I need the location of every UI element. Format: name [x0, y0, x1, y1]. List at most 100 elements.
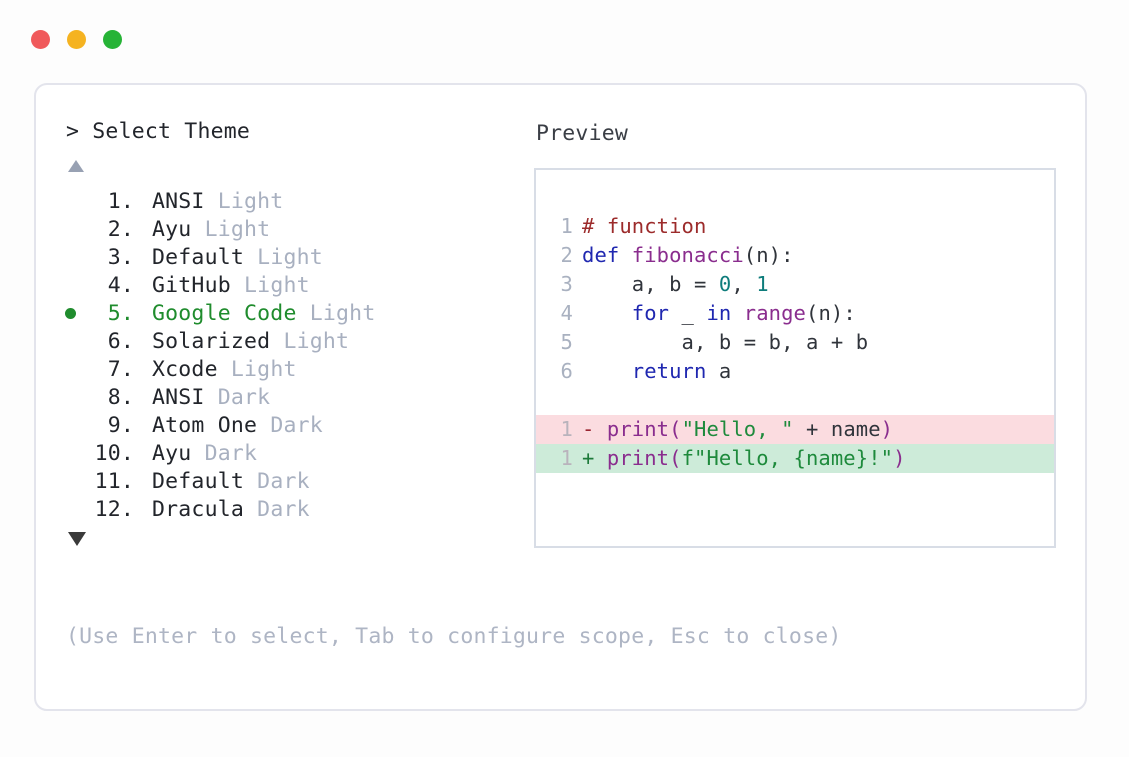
code-token: ): [880, 417, 894, 441]
code-token: fibonacci: [631, 243, 744, 267]
code-token: (: [669, 417, 682, 441]
code-token: [582, 359, 632, 383]
line-number: 1: [560, 417, 573, 441]
theme-item-variant: Light: [283, 328, 350, 354]
selection-bullet-cell: [62, 468, 88, 496]
code-token: in: [706, 301, 732, 325]
theme-item-variant: Light: [309, 300, 376, 326]
code-token: a, b =: [582, 272, 719, 296]
theme-item-gap: [257, 412, 270, 440]
selected-bullet-icon: [65, 308, 76, 319]
selection-bullet-cell: [62, 188, 88, 216]
code-line-text: a, b = b, a + b: [582, 328, 1054, 357]
code-token: (: [669, 446, 682, 470]
line-number: 4: [560, 301, 573, 325]
maximize-window-button[interactable]: [103, 30, 122, 49]
code-token: # function: [582, 214, 707, 238]
code-token: ): [893, 446, 906, 470]
theme-item-variant: Light: [204, 216, 271, 242]
minimize-window-button[interactable]: [67, 30, 86, 49]
theme-item-variant: Dark: [270, 412, 323, 438]
code-line: 4 for _ in range(n):: [536, 299, 1054, 328]
theme-list-item[interactable]: 2. Ayu Light: [62, 216, 534, 244]
theme-item-gap: [231, 272, 244, 300]
theme-list-item[interactable]: 4. GitHub Light: [62, 272, 534, 300]
theme-item-gap: [218, 356, 231, 384]
code-line-text: def fibonacci(n):: [582, 241, 1054, 270]
selection-bullet-cell: [62, 384, 88, 412]
theme-list-item[interactable]: 6. Solarized Light: [62, 328, 534, 356]
line-number: 2: [560, 243, 573, 267]
theme-item-index: 5.: [107, 300, 134, 326]
selection-bullet-cell: [62, 412, 88, 440]
theme-list-item[interactable]: 8. ANSI Dark: [62, 384, 534, 412]
theme-list-item[interactable]: 12. Dracula Dark: [62, 496, 534, 524]
code-token: (n):: [806, 301, 856, 325]
code-line: 3 a, b = 0, 1: [536, 270, 1054, 299]
theme-list-item[interactable]: 9. Atom One Dark: [62, 412, 534, 440]
close-window-button[interactable]: [31, 30, 50, 49]
code-line-text: - print("Hello, " + name): [582, 415, 1054, 444]
theme-item-gap: [191, 440, 204, 468]
theme-item-variant: Light: [230, 356, 297, 382]
code-token: a, b = b, a + b: [582, 330, 869, 354]
theme-list-item[interactable]: 11. Default Dark: [62, 468, 534, 496]
code-token: for: [631, 301, 670, 325]
diff-line: 1+ print(f"Hello, {name}!"): [536, 444, 1054, 473]
theme-item-name: Ayu: [152, 216, 192, 242]
theme-item-gap: [297, 300, 310, 328]
code-token: print: [606, 446, 670, 470]
code-token: def: [582, 243, 632, 267]
selection-bullet-cell: [62, 244, 88, 272]
theme-item-name: ANSI: [152, 384, 205, 410]
keyboard-hint: (Use Enter to select, Tab to configure s…: [66, 624, 842, 649]
theme-item-spacer: [134, 216, 152, 244]
theme-item-variant: Light: [244, 272, 310, 298]
code-token: [731, 301, 743, 325]
theme-item-name: Xcode: [152, 356, 218, 382]
theme-item-index: 7.: [107, 356, 134, 382]
diff-sign: -: [582, 417, 607, 441]
theme-item-name: Solarized: [152, 328, 271, 354]
theme-list-item[interactable]: 1. ANSI Light: [62, 188, 534, 216]
theme-list-item[interactable]: 7. Xcode Light: [62, 356, 534, 384]
theme-item-gap: [191, 216, 204, 244]
code-token: [582, 301, 632, 325]
code-token: _: [669, 301, 707, 325]
preview-label: Preview: [536, 121, 629, 146]
theme-item-spacer: [134, 412, 152, 440]
window-titlebar: [31, 30, 122, 49]
theme-item-variant: Light: [217, 188, 284, 214]
theme-item-name: Default: [152, 468, 245, 494]
code-token: 1: [756, 272, 769, 296]
code-token: (n):: [743, 243, 794, 267]
line-number: 1: [560, 446, 573, 470]
theme-item-index: 12.: [94, 496, 134, 522]
theme-item-index: 8.: [107, 384, 134, 410]
theme-item-variant: Dark: [217, 384, 271, 410]
theme-item-name: Ayu: [152, 440, 192, 466]
selection-bullet-cell: [62, 216, 88, 244]
prompt-label: > Select Theme: [66, 119, 251, 144]
triangle-up-icon[interactable]: [68, 159, 84, 172]
theme-item-spacer: [134, 244, 152, 272]
code-token: return: [631, 359, 707, 383]
theme-item-index: 9.: [107, 412, 134, 438]
theme-list-item[interactable]: 3. Default Light: [62, 244, 534, 272]
theme-list-item[interactable]: 10. Ayu Dark: [62, 440, 534, 468]
diff-sample: 1 - print("Hello, " + name)1+ print(f"Hel…: [536, 415, 1054, 473]
theme-item-name: Atom One: [152, 412, 258, 438]
triangle-down-icon[interactable]: [68, 531, 86, 546]
selection-bullet-cell: [62, 440, 88, 468]
code-token: + name: [793, 417, 881, 441]
code-token: f"Hello, {name}!": [681, 446, 894, 470]
theme-item-spacer: [134, 328, 152, 356]
theme-item-gap: [244, 468, 257, 496]
theme-list-item[interactable]: 5. Google Code Light: [62, 300, 534, 328]
code-token: ,: [731, 272, 757, 296]
